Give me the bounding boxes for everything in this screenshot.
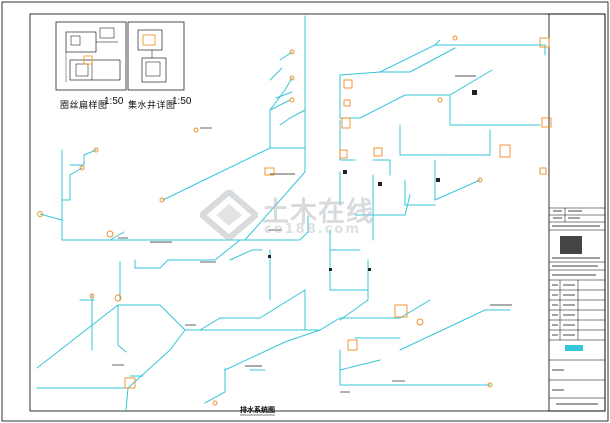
watermark: 土木在线 co188.com bbox=[200, 188, 415, 243]
fixture-marks bbox=[268, 90, 477, 271]
detail-right-box bbox=[127, 21, 185, 91]
detail-right-scale: 1:50 bbox=[172, 96, 192, 107]
title-block bbox=[548, 13, 606, 412]
detail-left-scale: 1:50 bbox=[104, 96, 124, 107]
detail-left-box bbox=[55, 21, 127, 91]
fixtures bbox=[37, 35, 552, 406]
watermark-url: co188.com bbox=[264, 222, 361, 237]
detail-boxes bbox=[55, 21, 185, 91]
detail-left-title: 圈丝扁样图 bbox=[60, 101, 108, 111]
watermark-logo-icon bbox=[200, 190, 258, 240]
plan-title: 排水系统图 bbox=[240, 406, 275, 414]
watermark-text: 土木在线 bbox=[262, 197, 374, 228]
pipe-network bbox=[36, 15, 546, 411]
detail-right-title: 集水井详图 bbox=[128, 101, 176, 111]
